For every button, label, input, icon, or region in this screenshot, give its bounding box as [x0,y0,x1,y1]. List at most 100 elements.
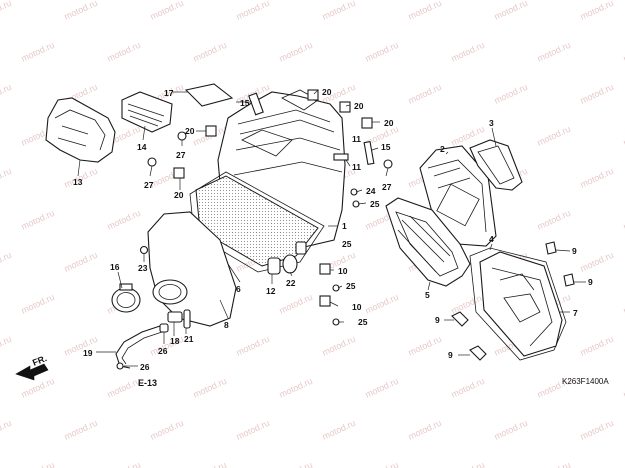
watermark-text: motod.ru [407,334,443,358]
watermark-text: motod.ru [622,292,625,316]
front-label: FR. [31,353,48,368]
part-13-side-cover [45,97,116,163]
watermark-text: motod.ru [235,0,271,22]
watermark-text: motod.ru [0,418,13,442]
watermark-text: motod.ru [0,0,13,22]
watermark-text: motod.ru [192,376,228,400]
callout-label: 19 [83,348,93,358]
watermark-text: motod.ru [622,376,625,400]
callout-label: 15 [381,142,391,152]
callout-label: 22 [286,278,296,288]
diagram-code: K263F1400A [562,377,609,386]
watermark-text: motod.ru [536,208,572,232]
callout-label: 7 [573,308,578,318]
watermark-text: motod.ru [407,82,443,106]
callout-label: 26 [140,362,150,372]
callout-label: 9 [572,246,577,256]
watermark-text: motod.ru [321,418,357,442]
watermark-text: motod.ru [536,124,572,148]
watermark-text: motod.ru [0,250,13,274]
watermark-text: motod.ru [450,292,486,316]
watermark-text: motod.ru [493,82,529,106]
callout-label: 2 [440,144,445,154]
watermark-text: motod.ru [20,292,56,316]
callout-label: 9 [448,350,453,360]
watermark-text: motod.ru [106,460,142,468]
watermark-text: motod.ru [235,334,271,358]
watermark-text: motod.ru [321,334,357,358]
callout-label: 25 [342,239,352,249]
watermark-text: motod.ru [493,0,529,22]
callout-label: 25 [370,199,380,209]
part-8-lower-housing [147,211,237,327]
watermark-text: motod.ru [364,292,400,316]
watermark-text: motod.ru [106,40,142,64]
callout-label: 20 [185,126,195,136]
watermark-text: motod.ru [149,0,185,22]
callout-label: 1 [342,221,347,231]
callout-label: 9 [588,277,593,287]
watermark-text: motod.ru [536,40,572,64]
callout-label: 24 [366,186,376,196]
part-3-element-cover [469,139,523,191]
callout-label: 14 [137,142,147,152]
part-17-pad [184,83,234,107]
callout-label: 27 [144,180,154,190]
callout-label: 10 [338,266,348,276]
watermark-text: motod.ru [63,418,99,442]
watermark-text: motod.ru [622,40,625,64]
part-12-22-connectors [267,241,307,275]
callout-label: 27 [176,150,186,160]
watermark-text: motod.ru [20,460,56,468]
watermark-text: motod.ru [622,124,625,148]
callout-label: 23 [138,263,148,273]
watermark-text: motod.ru [579,166,615,190]
watermark-text: motod.ru [579,0,615,22]
part-4-seal [469,247,567,361]
watermark-text: motod.ru [0,166,13,190]
watermark-text: motod.ru [450,376,486,400]
callout-label: 16 [110,262,120,272]
watermark-text: motod.ru [106,376,142,400]
watermark-text: motod.ru [450,40,486,64]
watermark-text: motod.ru [579,334,615,358]
watermark-text: motod.ru [20,40,56,64]
watermark-text: motod.ru [321,0,357,22]
part-9-clips [451,241,575,361]
watermark-text: motod.ru [364,40,400,64]
watermark-text: motod.ru [364,376,400,400]
front-arrow-icon [15,363,49,381]
part-14-grille [121,91,173,133]
watermark-text: motod.ru [63,334,99,358]
watermark-text: motod.ru [192,40,228,64]
callout-label: 13 [73,177,83,187]
callout-label: 3 [489,118,494,128]
watermark-text: motod.ru [407,0,443,22]
callout-label: 18 [170,336,180,346]
watermark-text: motod.ru [493,418,529,442]
small-clip-parts [116,309,191,370]
callout-label: 15 [240,98,250,108]
leader-lines [77,89,586,367]
watermark-text: motod.ru [235,418,271,442]
callout-label: 21 [184,334,194,344]
watermark-text: motod.ru [278,460,314,468]
part-5-grille-frame [385,197,471,287]
watermark-text: motod.ru [63,250,99,274]
callout-label: 6 [236,284,241,294]
callout-label: 26 [158,346,168,356]
callout-label: 20 [322,87,332,97]
watermark-text: motod.ru [364,460,400,468]
bolts-screws [139,89,393,326]
watermark-text: motod.ru [278,40,314,64]
watermark-text: motod.ru [278,292,314,316]
callout-labels: 1 2 3 4 5 6 7 8 9 9 9 9 10 10 11 11 12 1… [73,87,593,372]
watermark-text: motod.ru [579,82,615,106]
callout-label: 10 [352,302,362,312]
callout-label: 25 [346,281,356,291]
watermark-text: motod.ru [20,208,56,232]
watermark-text: motod.ru [192,460,228,468]
watermark-text: motod.ru [278,376,314,400]
watermark-text: motod.ru [579,418,615,442]
